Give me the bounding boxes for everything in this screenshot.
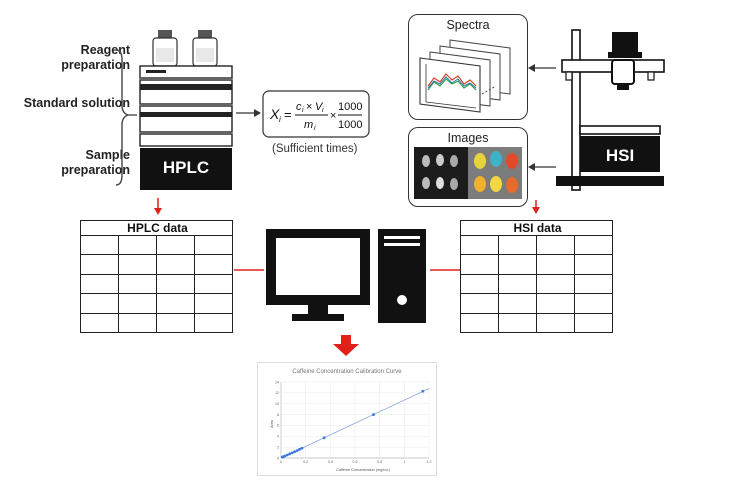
svg-text:i: i (314, 125, 316, 132)
spectrum-line-teal (427, 76, 477, 89)
hplc-data-table (80, 220, 233, 334)
calibration-ylabel: Area (270, 419, 274, 428)
data-point (283, 454, 287, 458)
hsi-table-title: HSI data (513, 221, 562, 235)
spectra-title: Spectra (446, 18, 490, 32)
y-tick-label: 6 (277, 424, 279, 428)
hplc-table-title: HPLC data (127, 221, 188, 235)
svg-text:1000: 1000 (338, 119, 362, 131)
calibration-chart-frame (257, 362, 437, 476)
x-tick-label: 0.8 (377, 460, 382, 464)
step-sample-preparation: Sample preparation (61, 148, 130, 177)
data-point (295, 449, 299, 453)
svg-text:m: m (304, 119, 313, 131)
svg-text:X: X (269, 106, 280, 122)
y-tick-label: 4 (277, 435, 279, 439)
svg-text:=: = (284, 107, 292, 122)
step-reagent-preparation: Reagent preparation (61, 43, 130, 72)
svg-text:V: V (315, 101, 324, 113)
data-point (290, 451, 294, 455)
formula-note: (Sufficient times) (272, 143, 358, 155)
x-tick-label: 0.2 (303, 460, 308, 464)
y-tick-label: 8 (277, 413, 279, 417)
x-tick-label: 1.2 (427, 460, 432, 464)
spectra-stack-graphic (419, 39, 511, 113)
data-point (288, 452, 292, 456)
formula-box: X i = c i × V i m i × 1000 1000 (262, 90, 370, 138)
y-tick-label: 12 (275, 391, 279, 395)
step-standard-solution: Standard solution (23, 96, 130, 110)
spectrum-line-green (427, 78, 477, 91)
images-title: Images (447, 131, 489, 145)
calibration-title: Caffeine Concentration Calibration Curve (292, 369, 402, 375)
svg-text:×: × (330, 110, 336, 122)
y-tick-label: 2 (277, 445, 279, 449)
svg-text:i: i (279, 115, 281, 124)
svg-text:c: c (296, 101, 302, 113)
x-tick-label: 0.4 (328, 460, 333, 464)
hsi-label: HSI (605, 146, 635, 165)
svg-text:×: × (306, 101, 312, 113)
x-tick-label: 0 (280, 460, 282, 464)
y-tick-label: 10 (275, 402, 279, 406)
data-point (421, 389, 425, 393)
svg-text:i: i (322, 107, 324, 114)
hyperspectral-images-graphic (414, 147, 522, 199)
data-point (285, 453, 289, 457)
x-tick-label: 0.6 (353, 460, 358, 464)
y-tick-label: 14 (275, 380, 279, 384)
hplc-label: HPLC (162, 158, 210, 177)
svg-text:i: i (302, 107, 304, 114)
data-point (293, 450, 296, 454)
hsi-data-table (460, 220, 613, 334)
data-point (322, 436, 326, 440)
data-point (372, 413, 375, 416)
data-point (300, 446, 304, 450)
calibration-chart: Caffeine Concentration Calibration Curve… (257, 362, 437, 476)
calibration-xlabel: Caffeine Concentration (mg/mL) (336, 468, 391, 472)
spectrum-line-red (427, 73, 477, 87)
svg-text:1000: 1000 (338, 101, 362, 113)
fit-line (280, 388, 430, 459)
y-tick-label: 0 (277, 456, 279, 460)
x-tick-label: 1 (403, 460, 405, 464)
data-point (298, 447, 301, 451)
